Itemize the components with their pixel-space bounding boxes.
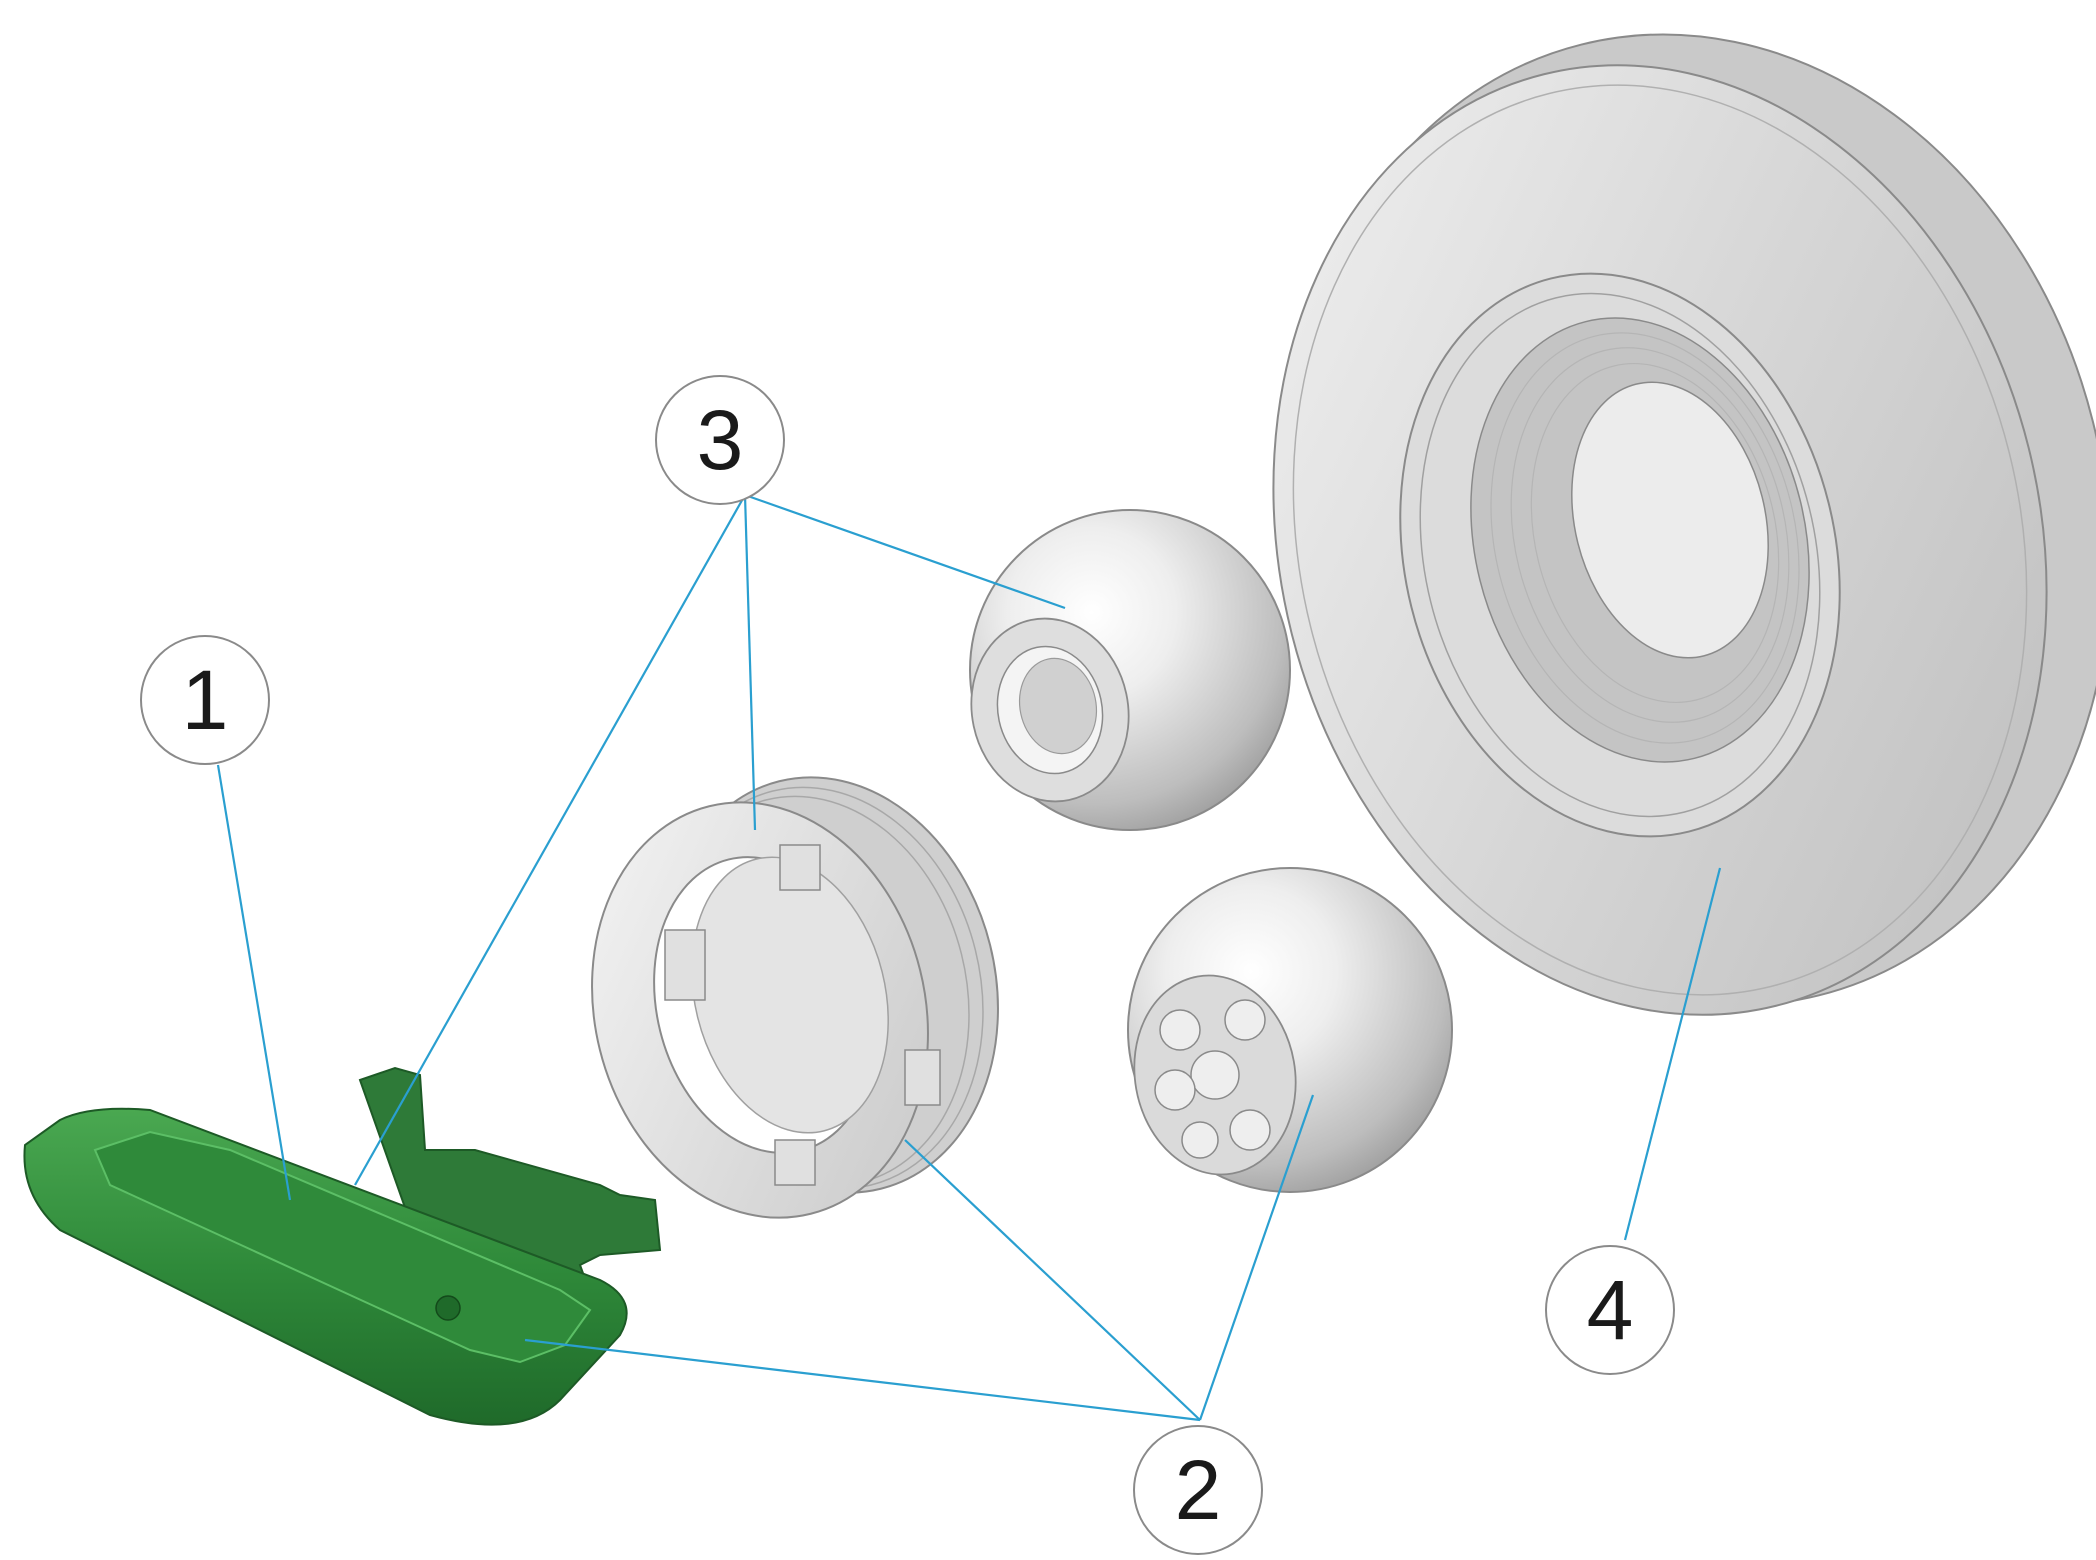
part-3-ball [969, 509, 1291, 831]
leader-2-to-key [524, 1338, 1201, 1422]
leader-2-to-ball [1198, 1094, 1315, 1421]
leader-1-to-key [216, 764, 292, 1201]
part-2-ball [1127, 867, 1453, 1193]
part-1-key [23, 1066, 662, 1426]
leader-4-to-flange [1623, 867, 1722, 1241]
leader-lines [216, 493, 1722, 1422]
callout-4: 4 [1545, 1245, 1675, 1375]
callout-1: 1 [140, 635, 270, 765]
callout-3-label: 3 [697, 393, 744, 487]
leader-2-to-ring [904, 1139, 1201, 1421]
callout-2: 2 [1133, 1425, 1263, 1555]
part-4-flange [1272, 33, 2096, 1016]
callout-2-label: 2 [1175, 1443, 1222, 1537]
callout-4-label: 4 [1587, 1263, 1634, 1357]
leader-3-to-ring [743, 494, 757, 831]
leader-3-to-ball [744, 493, 1066, 610]
leader-3-to-key [354, 494, 746, 1186]
part-3-ring [591, 776, 999, 1219]
callout-3: 3 [655, 375, 785, 505]
callout-1-label: 1 [182, 653, 229, 747]
